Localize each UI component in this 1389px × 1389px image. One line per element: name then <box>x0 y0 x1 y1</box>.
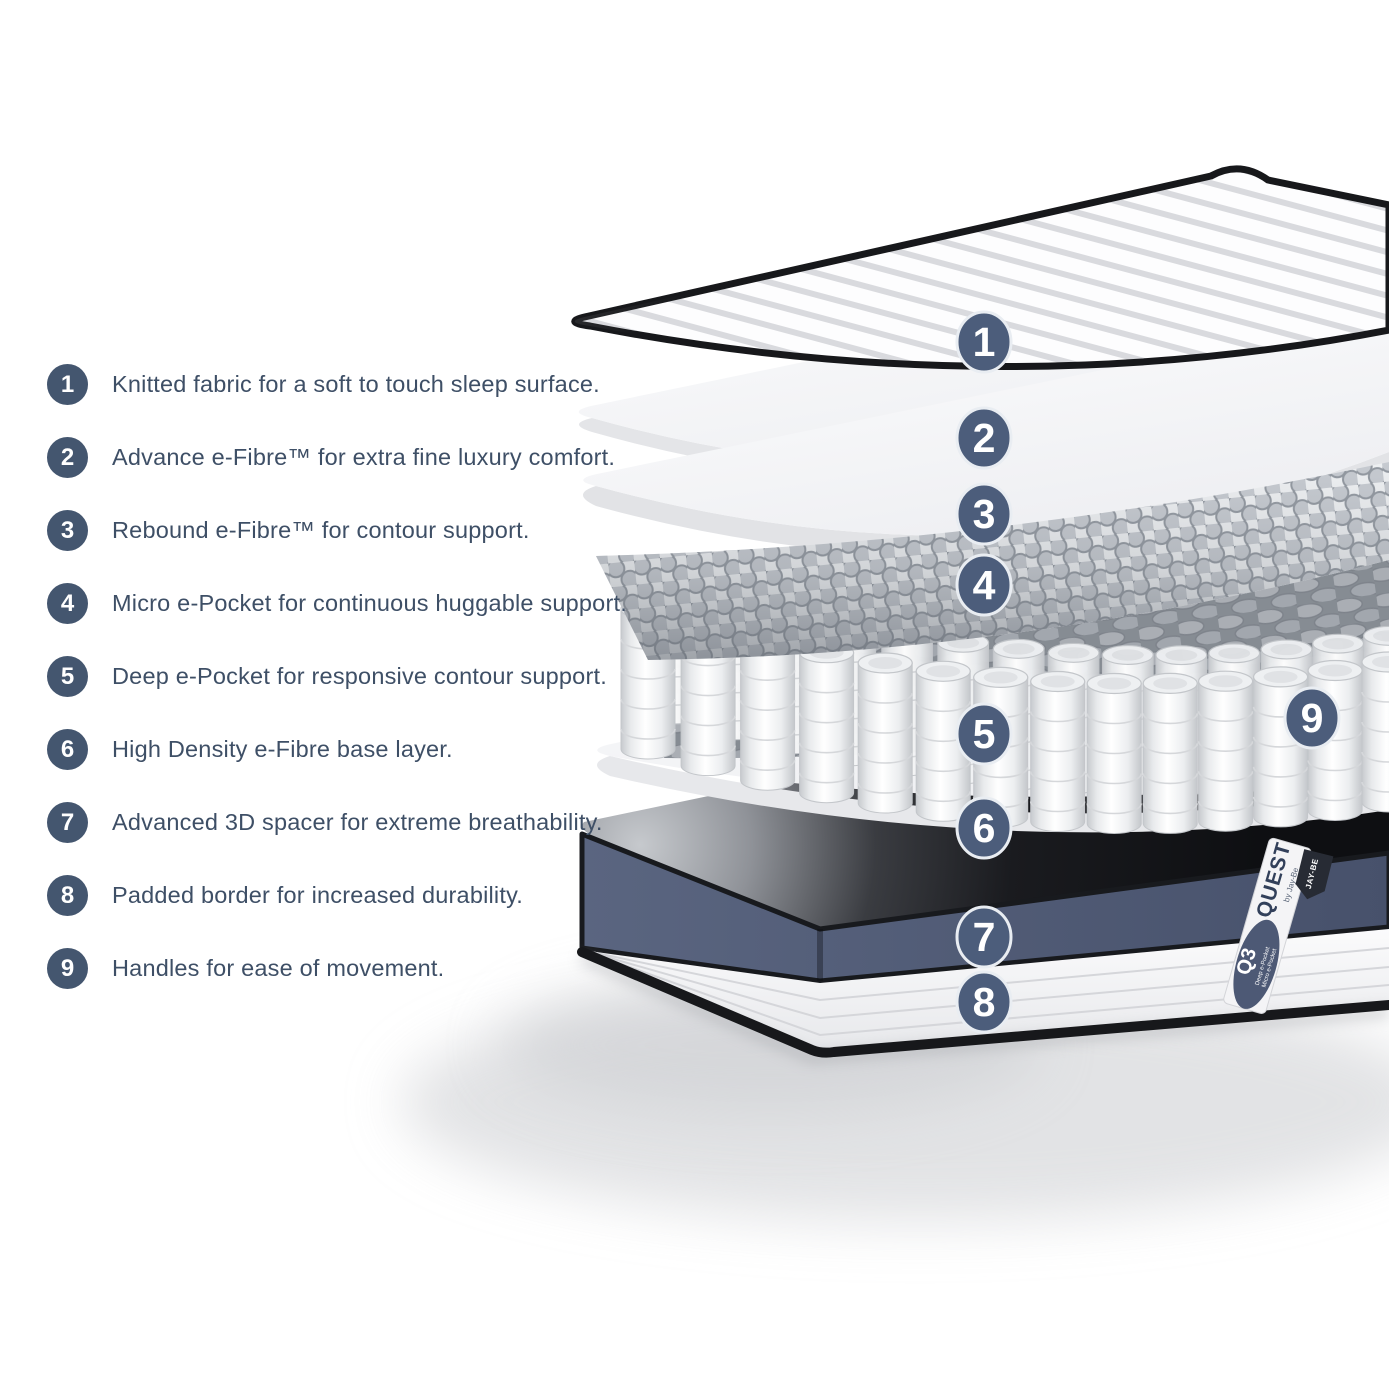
feature-list-item: 5 Deep e-Pocket for responsive contour s… <box>47 656 607 697</box>
svg-text:1: 1 <box>973 319 996 365</box>
feature-list-item: 9 Handles for ease of movement. <box>47 948 567 989</box>
feature-number: 6 <box>60 735 75 763</box>
feature-list-item: 2 Advance e-Fibre™ for extra fine luxury… <box>47 437 615 478</box>
feature-number: 9 <box>60 954 75 982</box>
feature-number-badge: 8 <box>47 875 88 916</box>
svg-text:5: 5 <box>973 711 996 757</box>
feature-number-badge: 9 <box>47 948 88 989</box>
feature-list-item: 1 Knitted fabric for a soft to touch sle… <box>47 364 600 405</box>
diagram-badge-5: 5 <box>955 702 1013 766</box>
svg-text:3: 3 <box>973 491 996 537</box>
feature-description: Rebound e-Fibre™ for contour support. <box>112 517 530 543</box>
svg-text:6: 6 <box>973 805 996 851</box>
feature-number: 4 <box>60 589 75 617</box>
diagram-badge-4: 4 <box>955 553 1013 617</box>
feature-description: Advanced 3D spacer for extreme breathabi… <box>112 809 603 835</box>
feature-description: Advance e-Fibre™ for extra fine luxury c… <box>112 444 616 470</box>
diagram-badge-1: 1 <box>955 310 1013 374</box>
feature-list: 1 Knitted fabric for a soft to touch sle… <box>47 364 627 989</box>
feature-number: 2 <box>60 443 75 471</box>
feature-number-badge: 6 <box>47 729 88 770</box>
feature-number: 8 <box>60 881 75 909</box>
diagram-badge-9: 9 <box>1283 686 1341 750</box>
svg-text:4: 4 <box>973 562 996 608</box>
diagram-badge-2: 2 <box>955 406 1013 470</box>
feature-number: 7 <box>60 808 75 836</box>
diagram-badge-7: 7 <box>955 905 1013 969</box>
svg-text:8: 8 <box>973 979 996 1025</box>
feature-list-item: 6 High Density e-Fibre base layer. <box>47 729 567 770</box>
feature-description: Micro e-Pocket for continuous huggable s… <box>112 590 627 616</box>
svg-text:2: 2 <box>973 415 996 461</box>
feature-number: 1 <box>60 370 75 398</box>
svg-text:9: 9 <box>1301 695 1324 741</box>
feature-number-badge: 4 <box>47 583 88 624</box>
feature-list-item: 8 Padded border for increased durability… <box>47 875 567 916</box>
jaybe-shield-tag: JAY-BE <box>1295 849 1334 900</box>
base-bottom-shadow <box>580 953 1389 1063</box>
knitted-cover-layer <box>571 165 1389 371</box>
feature-description: Knitted fabric for a soft to touch sleep… <box>112 371 600 397</box>
feature-description: Handles for ease of movement. <box>112 955 445 981</box>
diagram-badge-6: 6 <box>955 796 1013 860</box>
feature-number: 5 <box>60 662 75 690</box>
feature-number-badge: 2 <box>47 437 88 478</box>
diagram-badge-3: 3 <box>955 482 1013 546</box>
feature-list-item: 7 Advanced 3D spacer for extreme breatha… <box>47 802 602 843</box>
feature-list-item: 4 Micro e-Pocket for continuous huggable… <box>47 583 627 624</box>
diagram-badge-8: 8 <box>955 970 1013 1034</box>
feature-description: Padded border for increased durability. <box>112 882 524 908</box>
feature-number-badge: 7 <box>47 802 88 843</box>
feature-list-item: 3 Rebound e-Fibre™ for contour support. <box>47 510 567 551</box>
quest-label-tag: QUEST by Jay-Be Q3 Deep e-Pocket Micro e… <box>1223 837 1312 1014</box>
border-seams <box>581 947 1389 1037</box>
feature-number: 3 <box>60 516 75 544</box>
feature-number-badge: 5 <box>47 656 88 697</box>
feature-description: High Density e-Fibre base layer. <box>112 736 453 762</box>
feature-number-badge: 3 <box>47 510 88 551</box>
diagram-badges: 1 2 3 4 5 6 7 8 9 <box>955 310 1341 1034</box>
svg-text:7: 7 <box>973 914 996 960</box>
feature-number-badge: 1 <box>47 364 88 405</box>
base-bottom-piping <box>577 947 1389 1058</box>
feature-description: Deep e-Pocket for responsive contour sup… <box>112 663 607 689</box>
